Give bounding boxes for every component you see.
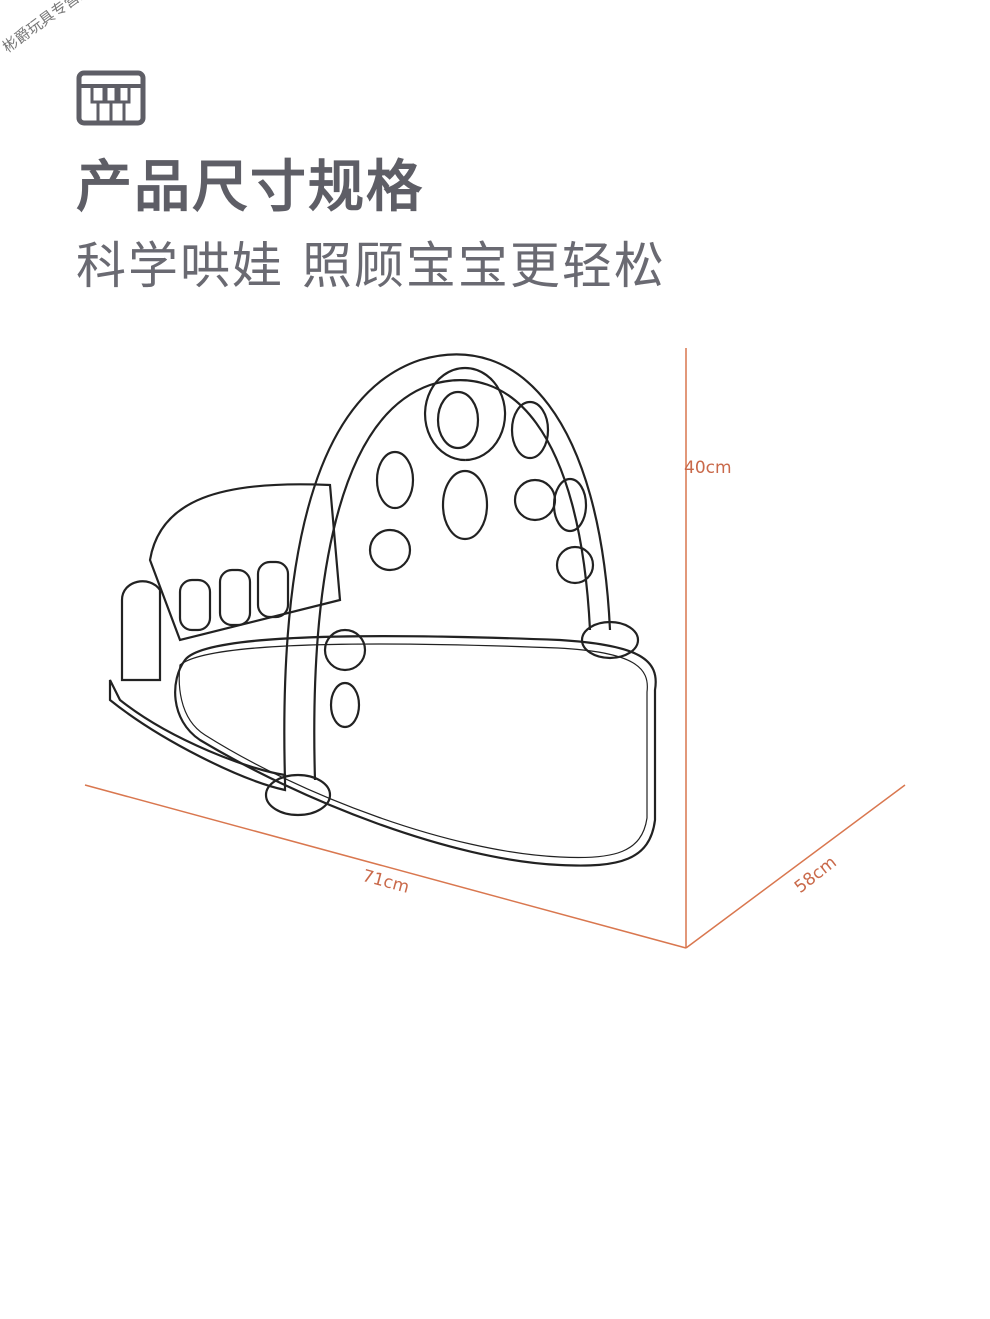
page-subtitle: 科学哄娃 照顾宝宝更轻松 (76, 237, 666, 295)
hanging-toys (323, 366, 595, 729)
piano-panel (148, 483, 342, 642)
height-dimension-label: 40cm (684, 458, 732, 478)
play-gym (108, 353, 657, 867)
store-watermark: 彬爵玩具专营店 (0, 0, 95, 57)
page-title: 产品尺寸规格 (76, 155, 424, 220)
product-line-drawing (84, 348, 906, 949)
piano-keys (178, 560, 290, 632)
arch (283, 353, 612, 781)
side-knob (120, 580, 162, 682)
dimension-lines (84, 348, 906, 949)
piano-keys-icon (76, 70, 146, 126)
mat (174, 634, 657, 867)
base-rail (108, 679, 287, 792)
